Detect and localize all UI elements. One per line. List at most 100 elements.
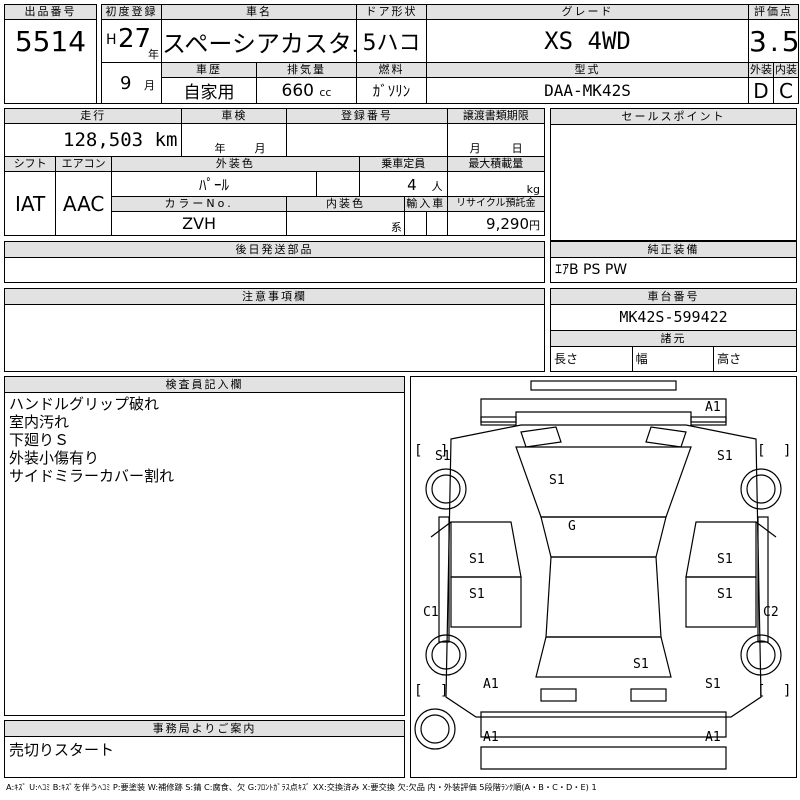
equipment-value: ｴｱB PS PW <box>555 262 628 278</box>
car-name-value: スペーシアカスタム <box>161 19 357 63</box>
wheel-rear-right-shape <box>740 634 782 676</box>
recycle-label: リサイクル預託金 <box>446 196 546 212</box>
wheel-front-right-shape <box>740 468 782 510</box>
chassis-value: MK42S-599422 <box>551 305 796 331</box>
load-value: kg <box>446 171 546 197</box>
notes-label: 注意事項欄 <box>5 289 544 305</box>
mark-front-bumper: A1 <box>705 400 721 415</box>
fuel-value: ｶﾞｿﾘﾝ <box>356 77 427 104</box>
later-parts-label: 後日発送部品 <box>5 242 544 258</box>
car-name-label: 車名 <box>161 4 357 20</box>
ac-label: エアコン <box>55 156 112 172</box>
left-headlight-shape <box>520 426 562 448</box>
right-rear-door-shape <box>685 576 757 628</box>
ext-color-extra <box>316 171 360 197</box>
mark-left-front-fender: S1 <box>435 449 451 464</box>
svg-text:[: [ <box>416 683 421 699</box>
sales-point-label: セールスポイント <box>551 109 796 125</box>
fuel-label: 燃料 <box>356 62 427 78</box>
width-label: 幅 <box>633 347 715 371</box>
color-no-value: ZVH <box>110 211 288 236</box>
damage-diagram: [ ] [ ] [ ] [ ] A1 S1 S1 S1 G S1 S1 S1 S… <box>410 376 797 778</box>
vehicle-detail-table: 走行 車検 登録番号 譲渡書類期限 128,503 km 年 月 月 日 シフト… <box>3 108 546 236</box>
rear-bumper-shape <box>480 711 727 738</box>
capacity-label: 乗車定員 <box>358 156 448 172</box>
first-reg-month: 9 月 <box>101 62 162 104</box>
chassis-label: 車台番号 <box>551 289 796 305</box>
mark-rear-bumper-left: A1 <box>483 730 499 745</box>
int-label: 内装 <box>773 62 799 78</box>
mark-right-sill: C2 <box>763 605 779 620</box>
equipment-label: 純正装備 <box>551 242 796 258</box>
later-parts-box: 後日発送部品 <box>4 241 545 283</box>
svg-text:]: ] <box>784 443 789 459</box>
mark-rear-bumper-right: A1 <box>705 730 721 745</box>
roof-shape <box>545 556 662 638</box>
door-label: ドア形状 <box>356 4 427 20</box>
int-color-label: 内装色 <box>286 196 405 212</box>
equipment-box: 純正装備 ｴｱB PS PW <box>550 241 797 283</box>
spare-wheel-shape <box>414 708 456 750</box>
front-bumper-shape <box>480 398 727 423</box>
windshield-shape <box>540 516 667 558</box>
svg-text:[: [ <box>416 443 421 459</box>
mark-left-rear-fender: A1 <box>483 677 499 692</box>
header-table: 出品番号 初度登録 車名 ドア形状 グレード 評価点 5514 H 27 年 ス… <box>4 4 799 104</box>
inspector-notes: ハンドルグリップ破れ 室内汚れ 下廻りＳ 外装小傷有り サイドミラーカバー割れ <box>5 393 404 487</box>
body-outline-shape <box>445 424 762 718</box>
inspector-line: ハンドルグリップ破れ <box>9 395 160 413</box>
shift-value: IAT <box>3 171 57 236</box>
spec-row: 長さ 幅 高さ <box>551 347 796 371</box>
mark-hood: S1 <box>549 473 565 488</box>
lot-value: 5514 <box>4 19 97 63</box>
mileage-value: 128,503 km <box>3 123 183 157</box>
inspector-line: 下廻りＳ <box>9 431 70 449</box>
hood-shape <box>515 446 692 518</box>
capacity-value: 4 人 <box>358 171 448 197</box>
score-value: 3.5 <box>748 19 799 63</box>
int-color-value: 系 <box>286 211 405 236</box>
door-value: 5ハコ <box>356 19 427 63</box>
recycle-value: 9,290円 <box>446 211 546 236</box>
wheel-rear-left-shape <box>425 634 467 676</box>
load-label: 最大積載量 <box>446 156 546 172</box>
color-no-label: カラーNo. <box>110 196 288 212</box>
rear-glass-shape <box>535 636 672 678</box>
left-rear-door-shape <box>450 576 522 628</box>
svg-text:]: ] <box>784 683 789 699</box>
mark-right-front-fender: S1 <box>717 449 733 464</box>
shift-label: シフト <box>3 156 57 172</box>
mileage-label: 走行 <box>3 108 183 124</box>
height-label: 高さ <box>717 352 742 366</box>
inspector-line: サイドミラーカバー割れ <box>9 467 175 485</box>
transfer-label: 譲渡書類期限 <box>446 108 546 124</box>
plate-label: 登録番号 <box>286 108 448 124</box>
right-front-door-shape <box>685 521 757 578</box>
office-box: 事務局よりご案内 売切りスタート <box>4 720 405 778</box>
inspection-value: 年 月 <box>181 123 288 157</box>
first-reg-label: 初度登録 <box>101 4 162 20</box>
mark-roof: S1 <box>633 657 649 672</box>
inspector-box: 検査員記入欄 ハンドルグリップ破れ 室内汚れ 下廻りＳ 外装小傷有り サイドミラ… <box>4 376 405 716</box>
ext-label: 外装 <box>748 62 774 78</box>
svg-text:]: ] <box>441 443 446 459</box>
mark-right-rear-fender: S1 <box>705 677 721 692</box>
svg-text:]: ] <box>441 683 446 699</box>
sales-point-box: セールスポイント <box>550 108 797 241</box>
import-label: 輸入車 <box>403 196 448 212</box>
history-value: 自家用 <box>161 77 257 104</box>
svg-text:[: [ <box>759 683 764 699</box>
rear-gate-shape <box>480 746 727 770</box>
mark-left-rear-door: S1 <box>469 587 485 602</box>
inspection-label: 車検 <box>181 108 288 124</box>
inspector-line: 外装小傷有り <box>9 449 100 467</box>
office-value: 売切りスタート <box>9 741 115 759</box>
svg-text:[: [ <box>759 443 764 459</box>
plate-value <box>286 123 448 157</box>
model-value: DAA-MK42S <box>426 77 749 104</box>
first-reg-year: H 27 年 <box>101 19 162 63</box>
score-label: 評価点 <box>748 4 799 20</box>
displacement-label: 排気量 <box>256 62 357 78</box>
grade-label: グレード <box>426 4 749 20</box>
history-label: 車歴 <box>161 62 257 78</box>
